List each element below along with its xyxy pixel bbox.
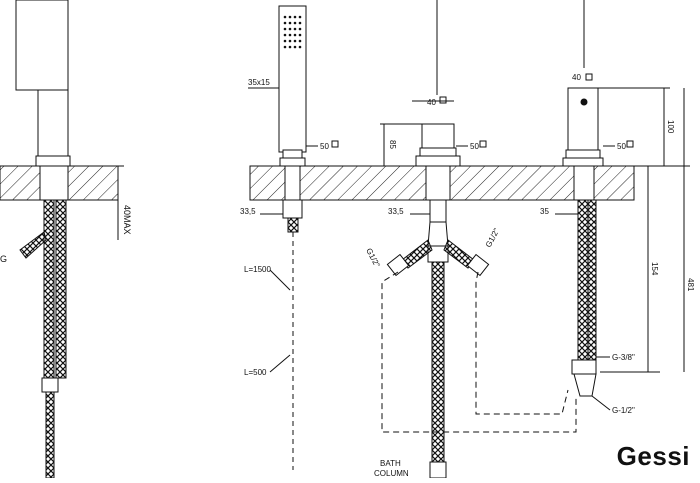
hose-nut-left — [41, 377, 59, 393]
label-bath: BATH — [380, 459, 401, 468]
label-40-b: 40 — [572, 73, 581, 82]
label-column: COLUMN — [374, 469, 409, 478]
diverter-hose-2 — [587, 199, 597, 361]
brand-logo: Gessi — [616, 441, 690, 471]
label-dia33-a: 33,5 — [240, 207, 256, 216]
diverter-hose-1 — [577, 199, 589, 361]
label-481: 481 — [686, 278, 695, 292]
mixer-body — [421, 123, 455, 151]
label-dia35: 35 — [540, 207, 549, 216]
central-mixer — [386, 0, 490, 479]
label-g12-left: G1/2" — [364, 247, 381, 269]
label-35x15: 35x15 — [248, 78, 270, 87]
hose-left-2 — [55, 199, 67, 379]
spout-collar-left — [35, 155, 71, 167]
label-50-c: 50 — [617, 142, 626, 151]
hand-shower — [278, 5, 307, 233]
label-40-a: 40 — [427, 98, 436, 107]
leader-l500 — [269, 354, 291, 373]
label-154: 154 — [650, 262, 659, 276]
label-50-a: 50 — [320, 142, 329, 151]
shank-left — [39, 165, 69, 201]
label-100: 100 — [666, 120, 675, 134]
label-l1500: L=1500 — [244, 265, 271, 274]
label-50-b: 50 — [470, 142, 479, 151]
spout-body-left — [15, 0, 69, 91]
right-diverter — [562, 0, 604, 397]
hose-left-1 — [43, 199, 55, 379]
dashed-pipe-connections — [381, 271, 577, 433]
label-g38: G-3/8" — [612, 353, 635, 362]
label-g-cut: G — [0, 254, 7, 264]
label-40max: 40MAX — [122, 205, 132, 235]
left-side-view — [0, 0, 124, 479]
label-85: 85 — [388, 140, 397, 149]
label-g12-right: G1/2" — [484, 227, 501, 249]
spout-base-left — [37, 89, 69, 159]
leader-l1500 — [269, 269, 291, 291]
hand-shower-handle — [278, 5, 307, 153]
diverter-body — [567, 87, 599, 153]
shower-nozzle-grid — [283, 15, 302, 49]
label-g12: G-1/2" — [612, 406, 635, 415]
label-dia33-b: 33,5 — [388, 207, 404, 216]
label-l500: L=500 — [244, 368, 267, 377]
angled-hose-left — [19, 231, 47, 259]
hose-left-lower — [45, 391, 55, 479]
